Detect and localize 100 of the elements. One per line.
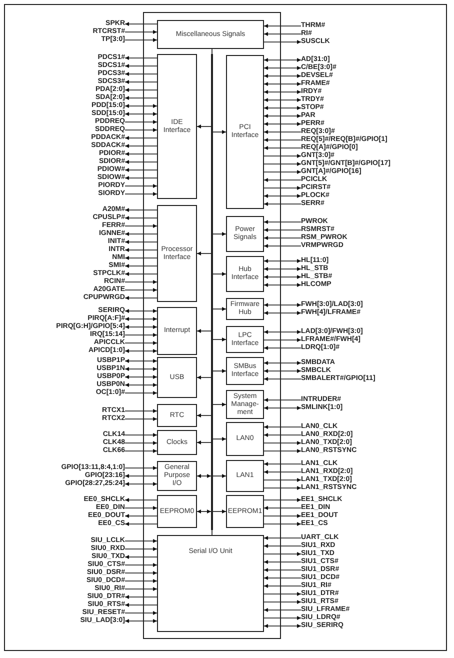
arrow (124, 216, 158, 220)
arrow (124, 160, 158, 164)
arrow (124, 248, 158, 252)
arrow (124, 64, 158, 68)
arrow (264, 24, 302, 28)
arrow (264, 346, 302, 350)
arrow (264, 616, 302, 620)
arrow (124, 563, 158, 567)
double-arrow (124, 375, 158, 379)
arrow (124, 341, 158, 345)
double-arrow (264, 58, 302, 62)
arrow (124, 264, 158, 268)
arrow (124, 280, 158, 284)
arrow (264, 425, 302, 429)
double-arrow (264, 406, 302, 410)
arrow (124, 449, 158, 453)
arrow (264, 398, 302, 402)
double-arrow (264, 267, 302, 271)
double-arrow (264, 303, 302, 307)
arrow (264, 552, 302, 556)
double-arrow (124, 317, 158, 321)
arrow (124, 240, 158, 244)
double-arrow (124, 112, 158, 116)
arrow (264, 186, 302, 190)
arrow (124, 441, 158, 445)
arrow (124, 466, 158, 470)
arrow (124, 417, 158, 421)
arrow (124, 587, 158, 591)
arrow (124, 120, 158, 124)
arrow (124, 72, 158, 76)
arrow (124, 555, 158, 559)
arrow (264, 40, 302, 44)
arrow (264, 377, 302, 381)
double-arrow (124, 359, 158, 363)
arrow (212, 437, 226, 441)
double-arrow (264, 106, 302, 110)
double-arrow (196, 510, 212, 514)
arrow (196, 440, 212, 444)
double-arrow (264, 66, 302, 70)
arrow (124, 176, 158, 180)
arrow (264, 600, 302, 604)
arrow (124, 522, 158, 526)
arrow (264, 433, 302, 437)
arrow (124, 30, 158, 34)
arrow (264, 522, 302, 526)
arrow (124, 514, 158, 518)
arrow (212, 232, 226, 236)
arrow (124, 603, 158, 607)
arrow (264, 338, 302, 342)
double-arrow (264, 90, 302, 94)
arrow (124, 224, 158, 228)
arrow (264, 236, 302, 240)
arrow (124, 571, 158, 575)
arrow (264, 576, 302, 580)
double-arrow (264, 369, 302, 373)
double-arrow (264, 361, 302, 365)
arrow (264, 32, 302, 36)
arrow (264, 462, 302, 466)
arrow (264, 146, 302, 150)
double-arrow (264, 74, 302, 78)
double-arrow (264, 311, 302, 315)
arrow (264, 228, 302, 232)
double-arrow (124, 619, 158, 623)
arrow (212, 510, 226, 514)
double-arrow (264, 98, 302, 102)
arrow (212, 272, 226, 276)
arrow (124, 611, 158, 615)
arrow (264, 220, 302, 224)
arrow (124, 38, 158, 42)
arrow (124, 192, 158, 196)
arrow (124, 136, 158, 140)
arrow (212, 474, 226, 478)
arrow (124, 288, 158, 292)
arrow (124, 168, 158, 172)
arrow (124, 144, 158, 148)
double-arrow (264, 275, 302, 279)
arrow (124, 296, 158, 300)
arrow (124, 128, 158, 132)
arrow (124, 333, 158, 337)
bus-line (211, 54, 213, 530)
double-arrow (196, 474, 212, 478)
double-arrow (264, 283, 302, 287)
arrow (124, 80, 158, 84)
double-arrow (124, 349, 158, 353)
arrow (212, 307, 226, 311)
arrow (264, 170, 302, 174)
arrow (124, 409, 158, 413)
arrow (124, 56, 158, 60)
arrow (124, 184, 158, 188)
arrow (264, 536, 302, 540)
arrow (212, 130, 226, 134)
arrow (124, 539, 158, 543)
arrow (264, 130, 302, 134)
arrow (264, 506, 302, 510)
double-arrow (264, 82, 302, 86)
arrow (124, 152, 158, 156)
arrow (264, 138, 302, 142)
double-arrow (264, 122, 302, 126)
arrow (124, 547, 158, 551)
arrow (124, 256, 158, 260)
